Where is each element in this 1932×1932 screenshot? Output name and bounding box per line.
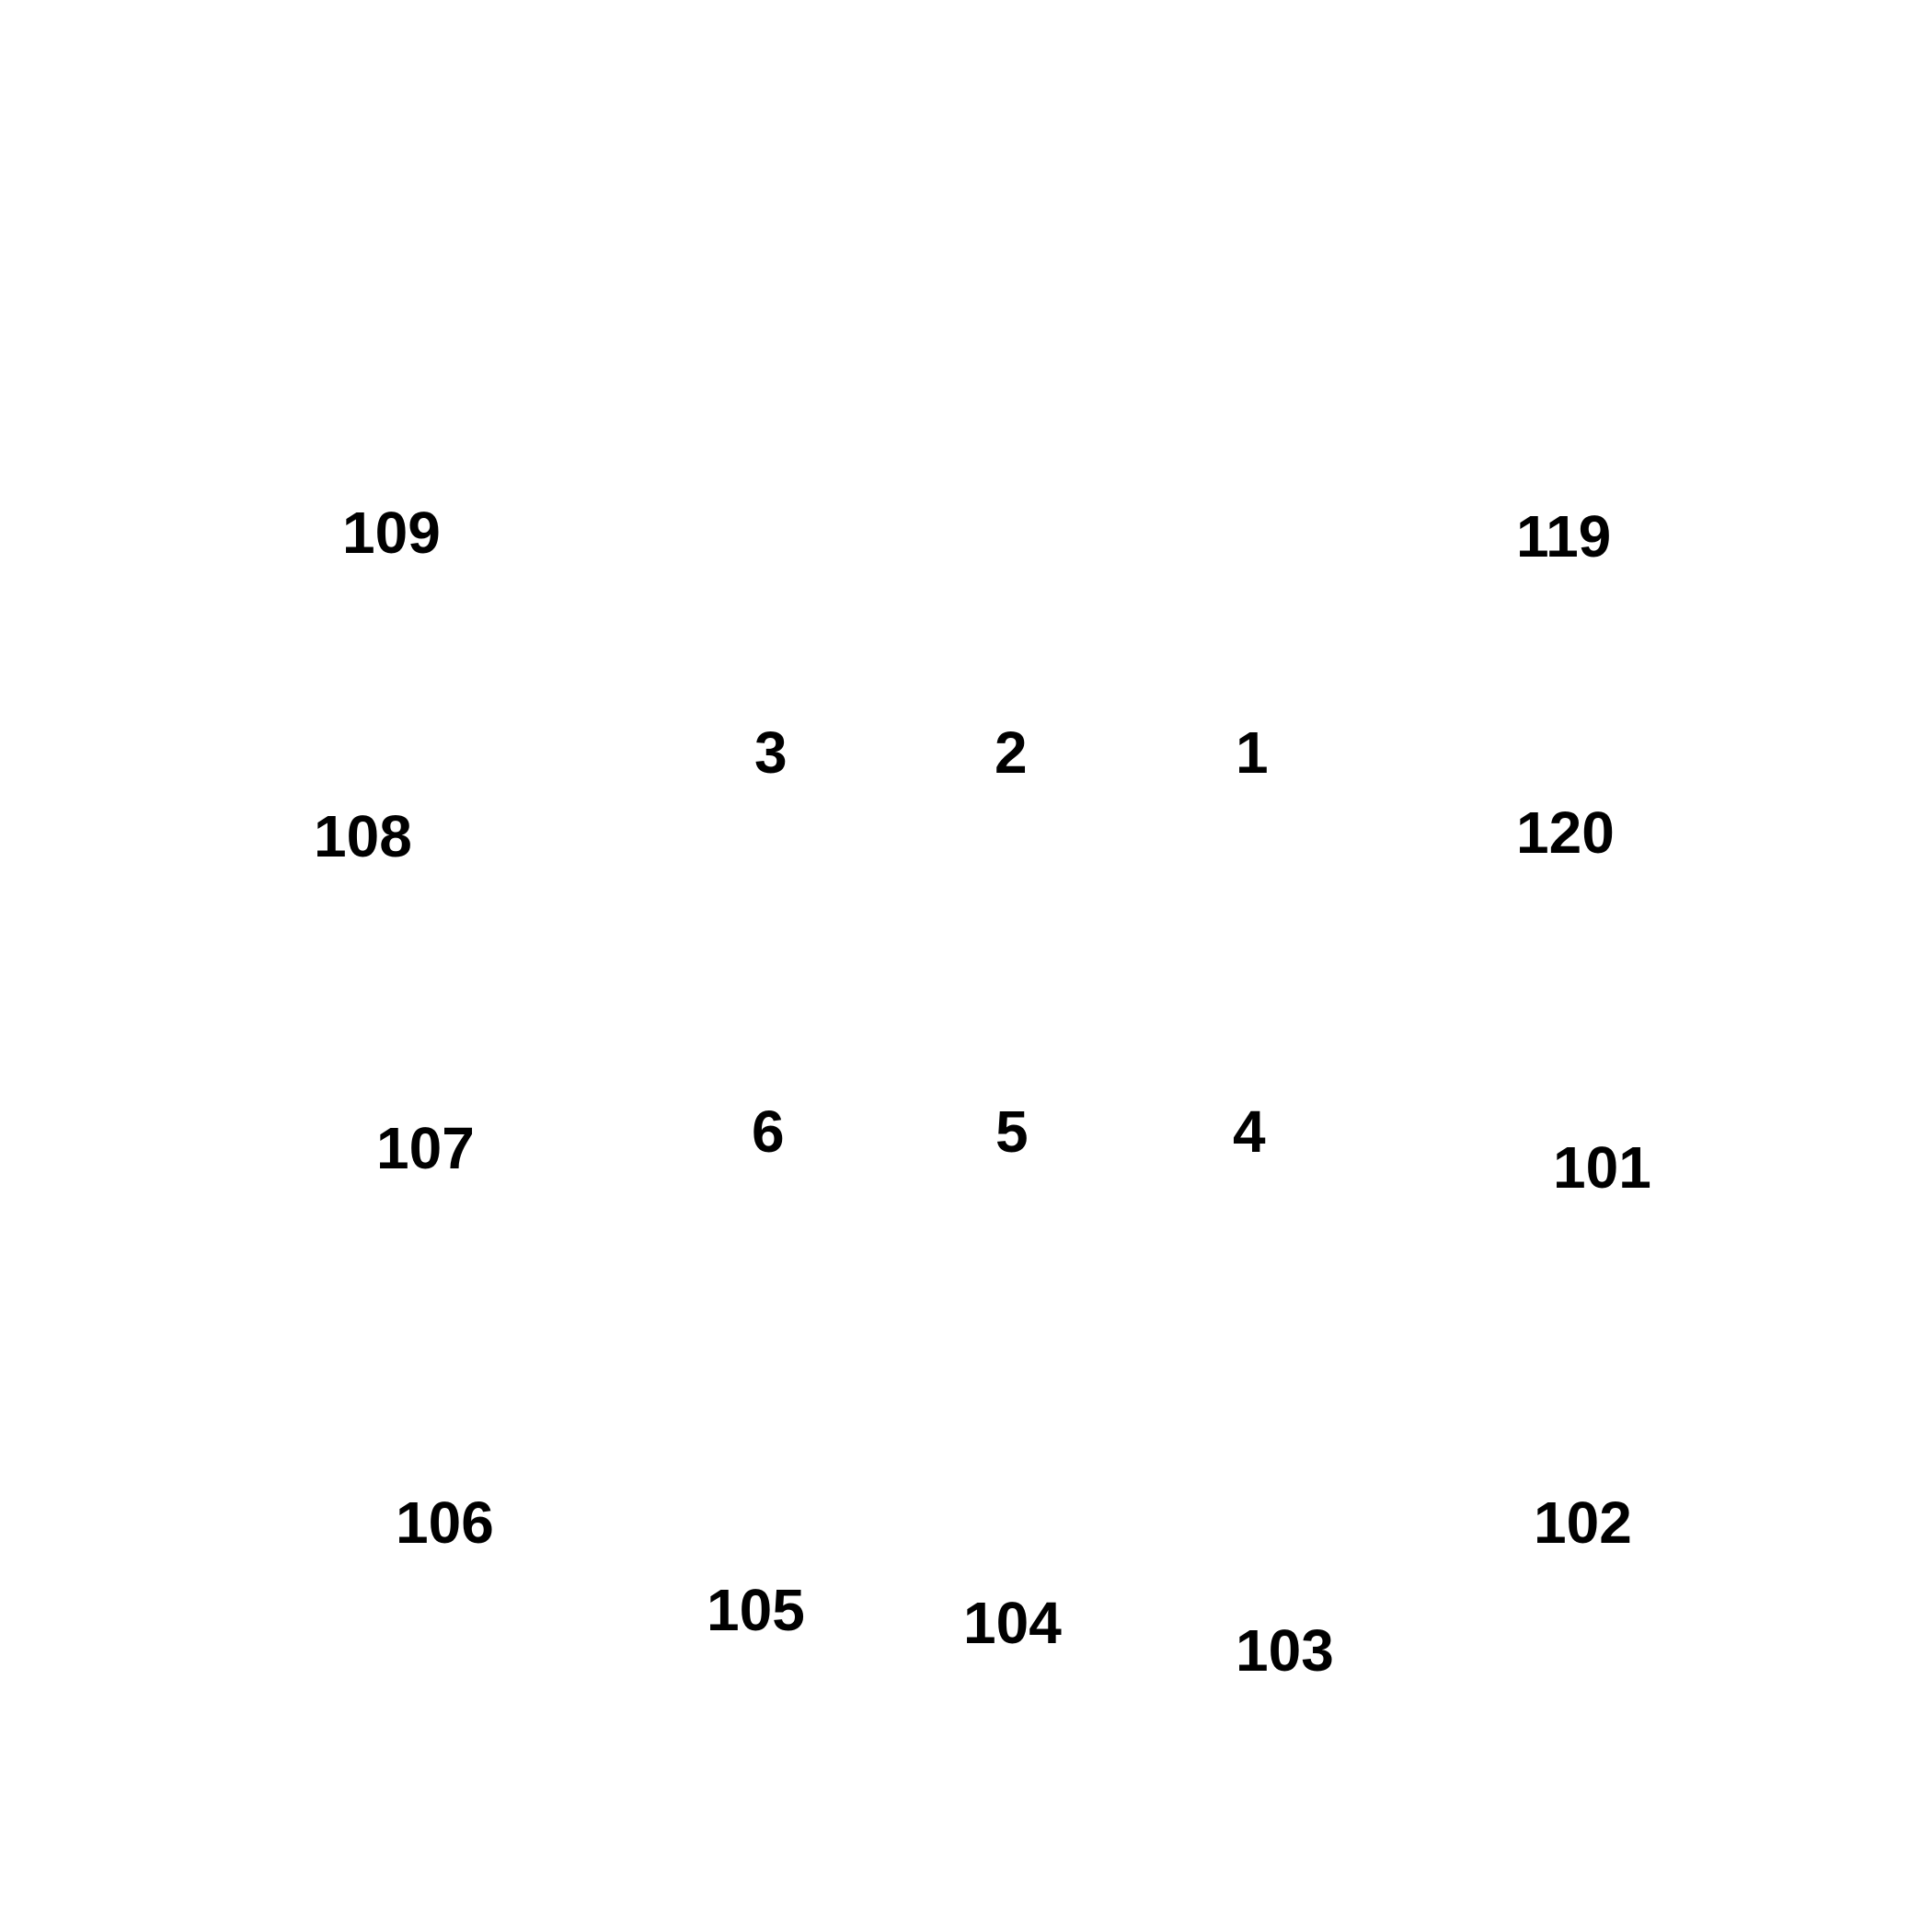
label-103: 103 <box>1236 1617 1334 1684</box>
label-4: 4 <box>1233 1098 1266 1165</box>
label-2: 2 <box>995 719 1028 786</box>
label-5: 5 <box>995 1098 1029 1165</box>
label-101: 101 <box>1553 1134 1651 1201</box>
label-108: 108 <box>314 803 412 869</box>
label-119: 119 <box>1516 503 1612 569</box>
label-104: 104 <box>963 1590 1062 1656</box>
label-6: 6 <box>752 1098 785 1165</box>
label-105: 105 <box>707 1577 805 1643</box>
label-120: 120 <box>1516 799 1615 866</box>
label-3: 3 <box>754 719 788 786</box>
label-1: 1 <box>1236 719 1269 786</box>
label-109: 109 <box>342 500 441 566</box>
label-107: 107 <box>376 1115 475 1181</box>
label-102: 102 <box>1534 1489 1632 1556</box>
label-106: 106 <box>396 1489 494 1556</box>
